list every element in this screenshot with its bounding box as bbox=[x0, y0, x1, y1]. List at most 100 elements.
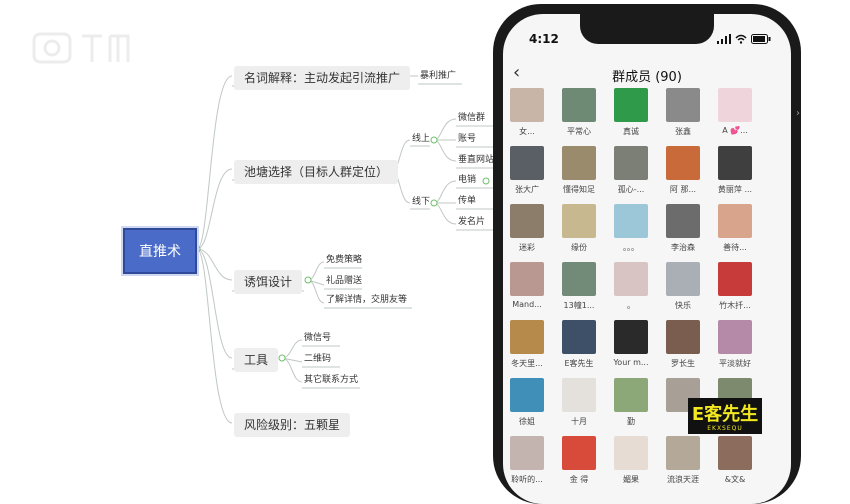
leaf-node[interactable]: 免费策略 bbox=[326, 256, 362, 265]
member-item[interactable]: 缘份 bbox=[553, 204, 605, 253]
group-offline[interactable]: 线下 bbox=[412, 198, 430, 207]
avatar bbox=[614, 436, 648, 470]
leaf-node[interactable]: 二维码 bbox=[304, 355, 331, 364]
leaf-label: 二维码 bbox=[304, 354, 331, 364]
branch-definition[interactable]: 名词解释：主动发起引流推广 bbox=[234, 66, 410, 90]
member-item[interactable]: 孤心-... bbox=[605, 146, 657, 195]
member-name: 女... bbox=[503, 126, 553, 137]
group-online[interactable]: 线上 bbox=[412, 135, 430, 144]
leaf-label: 免费策略 bbox=[326, 255, 362, 265]
member-item[interactable]: 张鑫 bbox=[657, 88, 709, 137]
leaf-label: 礼品赠送 bbox=[326, 276, 362, 286]
avatar bbox=[510, 88, 544, 122]
leaf-node[interactable]: 账号 bbox=[458, 135, 476, 144]
member-item[interactable]: 罗长生 bbox=[657, 320, 709, 369]
member-name: 十月 bbox=[553, 416, 605, 427]
member-item[interactable]: 徐姐 bbox=[503, 378, 553, 427]
avatar bbox=[614, 320, 648, 354]
avatar bbox=[510, 320, 544, 354]
avatar bbox=[562, 146, 596, 180]
member-name: 。。。 bbox=[605, 242, 657, 253]
leaf-node[interactable]: 其它联系方式 bbox=[304, 376, 358, 385]
member-name: 竹木扦... bbox=[709, 300, 761, 311]
member-item[interactable]: 真诚 bbox=[605, 88, 657, 137]
leaf-node[interactable]: 传单 bbox=[458, 197, 476, 206]
member-item[interactable]: 快乐 bbox=[657, 262, 709, 311]
member-name: 平常心 bbox=[553, 126, 605, 137]
leaf-node[interactable]: 暴利推广 bbox=[420, 72, 456, 81]
member-item[interactable]: 平淡就好 bbox=[709, 320, 761, 369]
member-name: 勤 bbox=[605, 416, 657, 427]
status-icons bbox=[717, 33, 771, 45]
branch-pond-selection[interactable]: 池塘选择（目标人群定位） bbox=[234, 160, 398, 184]
member-name: Your m... bbox=[605, 358, 657, 367]
member-item[interactable]: A 💕... bbox=[709, 88, 761, 135]
branch-label: 风险级别：五颗星 bbox=[244, 418, 340, 432]
root-label: 直推术 bbox=[139, 241, 181, 261]
group-members-title: 群成员 (90) bbox=[503, 66, 791, 85]
leaf-node[interactable]: 礼品赠送 bbox=[326, 277, 362, 286]
member-item[interactable]: 13幢1... bbox=[553, 262, 605, 311]
leaf-label: 账号 bbox=[458, 134, 476, 144]
member-item[interactable]: 冬天里... bbox=[503, 320, 553, 369]
member-name: &文& bbox=[709, 474, 761, 485]
member-name: 懂得知足 bbox=[553, 184, 605, 195]
leaf-label: 其它联系方式 bbox=[304, 375, 358, 385]
member-item[interactable]: E客先生 bbox=[553, 320, 605, 369]
avatar bbox=[666, 146, 700, 180]
member-item[interactable]: 竹木扦... bbox=[709, 262, 761, 311]
leaf-node[interactable]: 微信号 bbox=[304, 334, 331, 343]
leaf-label: 发名片 bbox=[458, 217, 485, 227]
leaf-label: 微信号 bbox=[304, 333, 331, 343]
member-name: 张鑫 bbox=[657, 126, 709, 137]
member-name: E客先生 bbox=[553, 358, 605, 369]
avatar bbox=[718, 262, 752, 296]
leaf-node[interactable]: 微信群 bbox=[458, 114, 485, 123]
member-item[interactable]: 女... bbox=[503, 88, 553, 137]
branch-label: 诱饵设计 bbox=[244, 275, 292, 289]
member-name: 李治森 bbox=[657, 242, 709, 253]
avatar bbox=[510, 436, 544, 470]
member-item[interactable]: 善待... bbox=[709, 204, 761, 253]
avatar bbox=[666, 320, 700, 354]
svg-text:EKXSEQU: EKXSEQU bbox=[707, 425, 743, 432]
member-item[interactable]: 懂得知足 bbox=[553, 146, 605, 195]
member-item[interactable]: 李治森 bbox=[657, 204, 709, 253]
leaf-label: 微信群 bbox=[458, 113, 485, 123]
member-name: 。 bbox=[605, 300, 657, 311]
leaf-node[interactable]: 垂直网站 bbox=[458, 156, 494, 165]
member-item[interactable]: 平常心 bbox=[553, 88, 605, 137]
member-item[interactable]: 勤 bbox=[605, 378, 657, 427]
avatar bbox=[562, 436, 596, 470]
member-item[interactable]: 阿 那... bbox=[657, 146, 709, 195]
member-item[interactable]: 。 bbox=[605, 262, 657, 311]
avatar bbox=[614, 146, 648, 180]
member-item[interactable]: Your m... bbox=[605, 320, 657, 367]
avatar bbox=[666, 436, 700, 470]
leaf-node[interactable]: 了解详情，交朋友等 bbox=[326, 296, 407, 305]
chevron-right-icon[interactable]: › bbox=[796, 108, 800, 119]
avatar bbox=[562, 320, 596, 354]
leaf-node[interactable]: 发名片 bbox=[458, 218, 485, 227]
leaf-label: 了解详情，交朋友等 bbox=[326, 295, 407, 305]
branch-tools[interactable]: 工具 bbox=[234, 348, 278, 372]
branch-bait-design[interactable]: 诱饵设计 bbox=[234, 270, 302, 294]
member-item[interactable]: 十月 bbox=[553, 378, 605, 427]
member-name: 媚果 bbox=[605, 474, 657, 485]
member-item[interactable]: 张大广 bbox=[503, 146, 553, 195]
member-item[interactable]: 。。。 bbox=[605, 204, 657, 253]
status-time: 4:12 bbox=[529, 32, 559, 46]
avatar bbox=[510, 262, 544, 296]
member-item[interactable]: Mand... bbox=[503, 262, 553, 309]
member-item[interactable]: 迷彩 bbox=[503, 204, 553, 253]
group-label: 线下 bbox=[412, 197, 430, 207]
member-name: 真诚 bbox=[605, 126, 657, 137]
leaf-node[interactable]: 电销 bbox=[458, 176, 476, 185]
canvas: 直推术 名词解释：主动发起引流推广 暴利推广 池塘选择（目标人群定位） 线上 线… bbox=[0, 0, 850, 478]
avatar bbox=[666, 262, 700, 296]
member-name: A 💕... bbox=[709, 126, 761, 135]
mindmap-root-node[interactable]: 直推术 bbox=[123, 228, 197, 274]
branch-risk-level[interactable]: 风险级别：五颗星 bbox=[234, 413, 350, 437]
member-item[interactable]: 黄丽萍 ... bbox=[709, 146, 761, 195]
member-name: 徐姐 bbox=[503, 416, 553, 427]
